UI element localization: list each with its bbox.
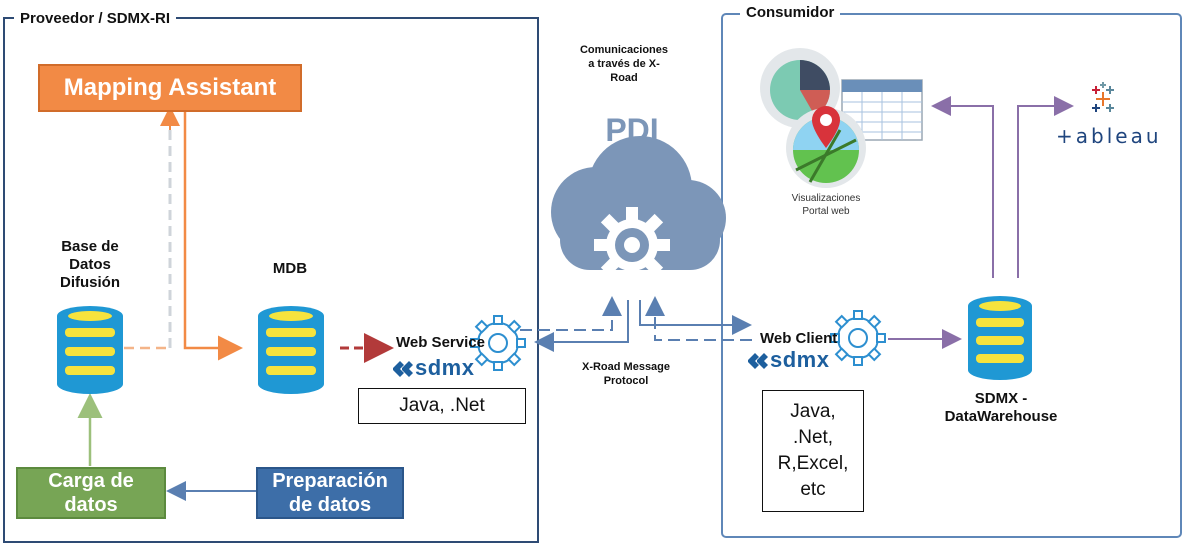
mapping-assistant-box[interactable]: Mapping Assistant — [38, 64, 302, 112]
wc-to-pdi-line — [645, 296, 752, 341]
pdi-to-ws-line — [534, 300, 629, 352]
database-icon — [57, 306, 123, 394]
web-client-label: Web Client — [760, 330, 838, 347]
provider-languages-box: Java, .Net — [358, 388, 526, 424]
comms-label: Comunicaciones a través de X- Road — [579, 44, 669, 84]
consumer-title: Consumidor — [740, 4, 841, 21]
sdmx-logo-icon-client — [748, 353, 768, 369]
mdb-label: MDB — [272, 260, 308, 277]
carga-box[interactable]: Carga de datos — [16, 467, 166, 519]
map-pin-icon — [786, 106, 866, 188]
mapping-to-mdb-arrow — [183, 112, 243, 361]
tableau-label: +ableau — [1056, 124, 1162, 148]
warehouse-to-viz-arrow — [931, 96, 994, 278]
db-label: Base de Datos Difusión — [60, 238, 120, 291]
web-service-label: Web Service — [396, 334, 485, 351]
ws-to-pdi-line — [520, 296, 622, 331]
cloud-icon — [551, 136, 726, 270]
warehouse-label: SDMX - DataWarehouse — [944, 390, 1058, 425]
provider-title: Proveedor / SDMX-RI — [14, 10, 177, 27]
pdi-to-wc-line — [639, 300, 752, 335]
consumer-panel — [721, 13, 1182, 538]
web-service-gear-icon — [470, 315, 526, 371]
web-client-gear-icon — [830, 310, 886, 366]
tableau-logo-icon — [1092, 82, 1114, 112]
mdb-database-icon — [258, 306, 324, 394]
cloud-gear-icon — [594, 207, 670, 283]
pdi-label: PDI — [605, 112, 659, 148]
visualizaciones-label: Visualizaciones Portal web — [791, 193, 861, 217]
sdmx-brand-client: sdmx — [770, 347, 830, 372]
sdmx-brand: sdmx — [415, 355, 475, 380]
consumer-languages-box: Java, .Net, R,Excel, etc — [762, 390, 864, 512]
preparacion-box[interactable]: Preparación de datos — [256, 467, 404, 519]
provider-panel — [3, 17, 539, 543]
protocol-label: X-Road Message Protocol — [581, 361, 671, 387]
sdmx-logo-icon — [393, 361, 413, 377]
warehouse-database-icon — [968, 296, 1032, 380]
warehouse-to-tableau-arrow — [1017, 96, 1074, 278]
